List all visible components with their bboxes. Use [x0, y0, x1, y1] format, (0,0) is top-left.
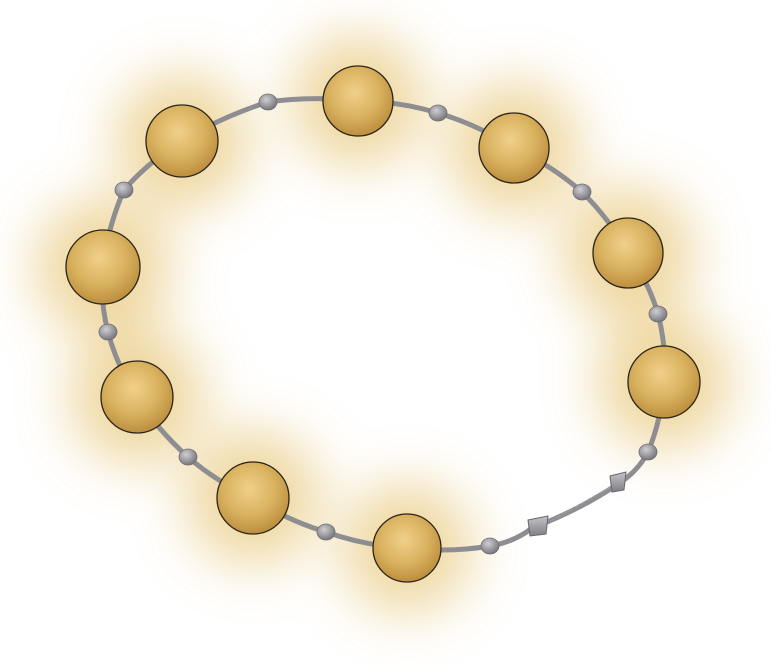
clasp-cap-right — [609, 471, 627, 493]
spacer-knot — [258, 93, 278, 111]
spacer-knot — [428, 104, 448, 122]
clasp-chain — [527, 471, 627, 537]
beads — [65, 65, 701, 583]
spacer-knots — [98, 93, 668, 555]
gold-bead — [216, 461, 290, 535]
spacer-knot — [480, 537, 500, 555]
spacer-knot — [648, 305, 668, 323]
gold-bead — [372, 513, 442, 583]
gold-bead — [627, 345, 701, 419]
spacer-knot — [178, 448, 198, 466]
gold-bead — [145, 104, 219, 178]
spacer-knot — [114, 181, 134, 199]
spacer-knot — [572, 183, 592, 201]
clasp-cap-left — [527, 515, 549, 537]
gold-bead — [478, 112, 550, 184]
gold-bead — [65, 229, 141, 305]
gold-bead — [592, 217, 664, 289]
spacer-knot — [316, 523, 336, 541]
spacer-knot — [638, 443, 658, 461]
spacer-knot — [98, 323, 118, 341]
gold-bead — [100, 360, 174, 434]
gold-bead — [322, 65, 394, 137]
